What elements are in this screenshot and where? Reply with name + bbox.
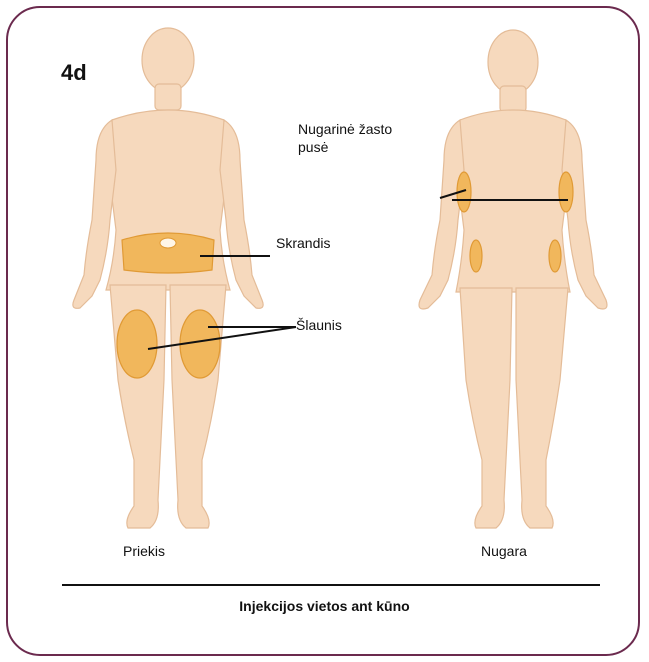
panel-label: 4d <box>61 60 87 86</box>
thigh-label: Šlaunis <box>296 316 342 334</box>
back-of-arm-label: Nugarinė žasto pusė <box>298 120 398 156</box>
front-label: Priekis <box>123 542 165 560</box>
front-head <box>142 28 194 92</box>
divider-line <box>62 584 600 586</box>
back-head <box>488 30 538 94</box>
right-upper-arm-injection-area <box>559 172 573 212</box>
caption: Injekcijos vietos ant kūno <box>0 598 649 614</box>
back-left-arm <box>419 120 464 309</box>
right-flank-area <box>549 240 561 272</box>
left-thigh-injection-area <box>117 310 157 378</box>
back-right-arm <box>562 120 607 309</box>
navel-icon <box>160 238 176 248</box>
front-body-figure <box>73 28 263 528</box>
stomach-label: Skrandis <box>276 234 330 252</box>
left-flank-area <box>470 240 482 272</box>
back-neck <box>500 86 526 112</box>
back-left-leg <box>460 288 512 528</box>
front-neck <box>155 84 181 110</box>
back-body-figure <box>419 30 607 528</box>
back-right-leg <box>516 288 568 528</box>
back-label: Nugara <box>481 542 527 560</box>
